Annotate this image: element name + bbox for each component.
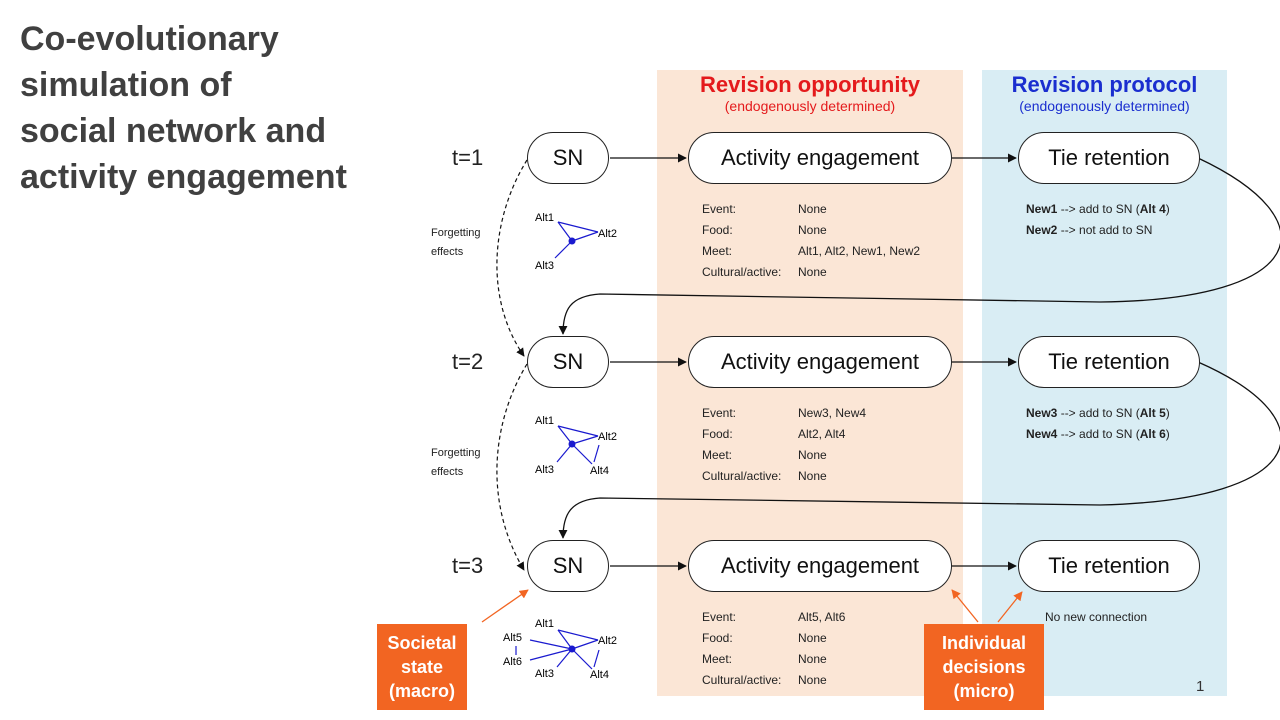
revision-protocol-heading: Revision protocol (1011, 72, 1198, 97)
time-step-label: t=1 (452, 145, 484, 170)
network-t1 (554, 221, 599, 259)
tie-retention-node: Tie retention (1018, 132, 1200, 184)
title-line: activity engagement (20, 158, 347, 196)
tie-decision: New4 --> add to SN (Alt 6) (1026, 427, 1170, 441)
network-label: Alt2 (598, 431, 617, 443)
activity-engagement-node: Activity engagement (688, 540, 952, 592)
tie-decision: New3 --> add to SN (Alt 5) (1026, 406, 1170, 420)
flow-arrows (610, 153, 1017, 571)
tie-decision: No new connection (1045, 610, 1148, 624)
network-label: Alt3 (535, 668, 554, 680)
network-label: Alt2 (598, 635, 617, 647)
network-t3 (515, 629, 600, 670)
callout-arrows (481, 589, 1023, 623)
sn-node: SN (527, 132, 609, 184)
network-label: Alt3 (535, 464, 554, 476)
network-label: Alt5 (503, 632, 522, 644)
revision-protocol-subheading: (endogenously determined) (1019, 98, 1190, 114)
page-number: 1 (1196, 678, 1205, 695)
network-label: Alt1 (535, 212, 554, 224)
network-label: Alt2 (598, 228, 617, 240)
network-label: Alt4 (590, 669, 609, 681)
network-label: Alt4 (590, 465, 609, 477)
title-line: social network and (20, 112, 327, 150)
revision-opportunity-heading: Revision opportunity (700, 72, 920, 97)
revision-opportunity-subheading: (endogenously determined) (724, 98, 896, 114)
sn-node: SN (527, 540, 609, 592)
sn-node: SN (527, 336, 609, 388)
time-step-label: t=2 (452, 349, 484, 374)
network-t2 (556, 425, 600, 465)
network-label: Alt3 (535, 260, 554, 272)
tie-decision: New1 --> add to SN (Alt 4) (1026, 202, 1170, 216)
network-label: Alt1 (535, 618, 554, 630)
activity-engagement-node: Activity engagement (688, 336, 952, 388)
forgetting-arrows (496, 159, 528, 571)
time-step-label: t=3 (452, 553, 484, 578)
network-label: Alt6 (503, 656, 522, 668)
activity-engagement-node: Activity engagement (688, 132, 952, 184)
tie-decision: New2 --> not add to SN (1026, 223, 1153, 237)
loop-arrows (558, 157, 1280, 539)
network-label: Alt1 (535, 415, 554, 427)
tie-retention-node: Tie retention (1018, 336, 1200, 388)
slide-title: Co-evolutionary simulation of social net… (20, 16, 400, 200)
tie-retention-node: Tie retention (1018, 540, 1200, 592)
title-line: simulation of (20, 66, 232, 104)
title-line: Co-evolutionary (20, 20, 279, 58)
